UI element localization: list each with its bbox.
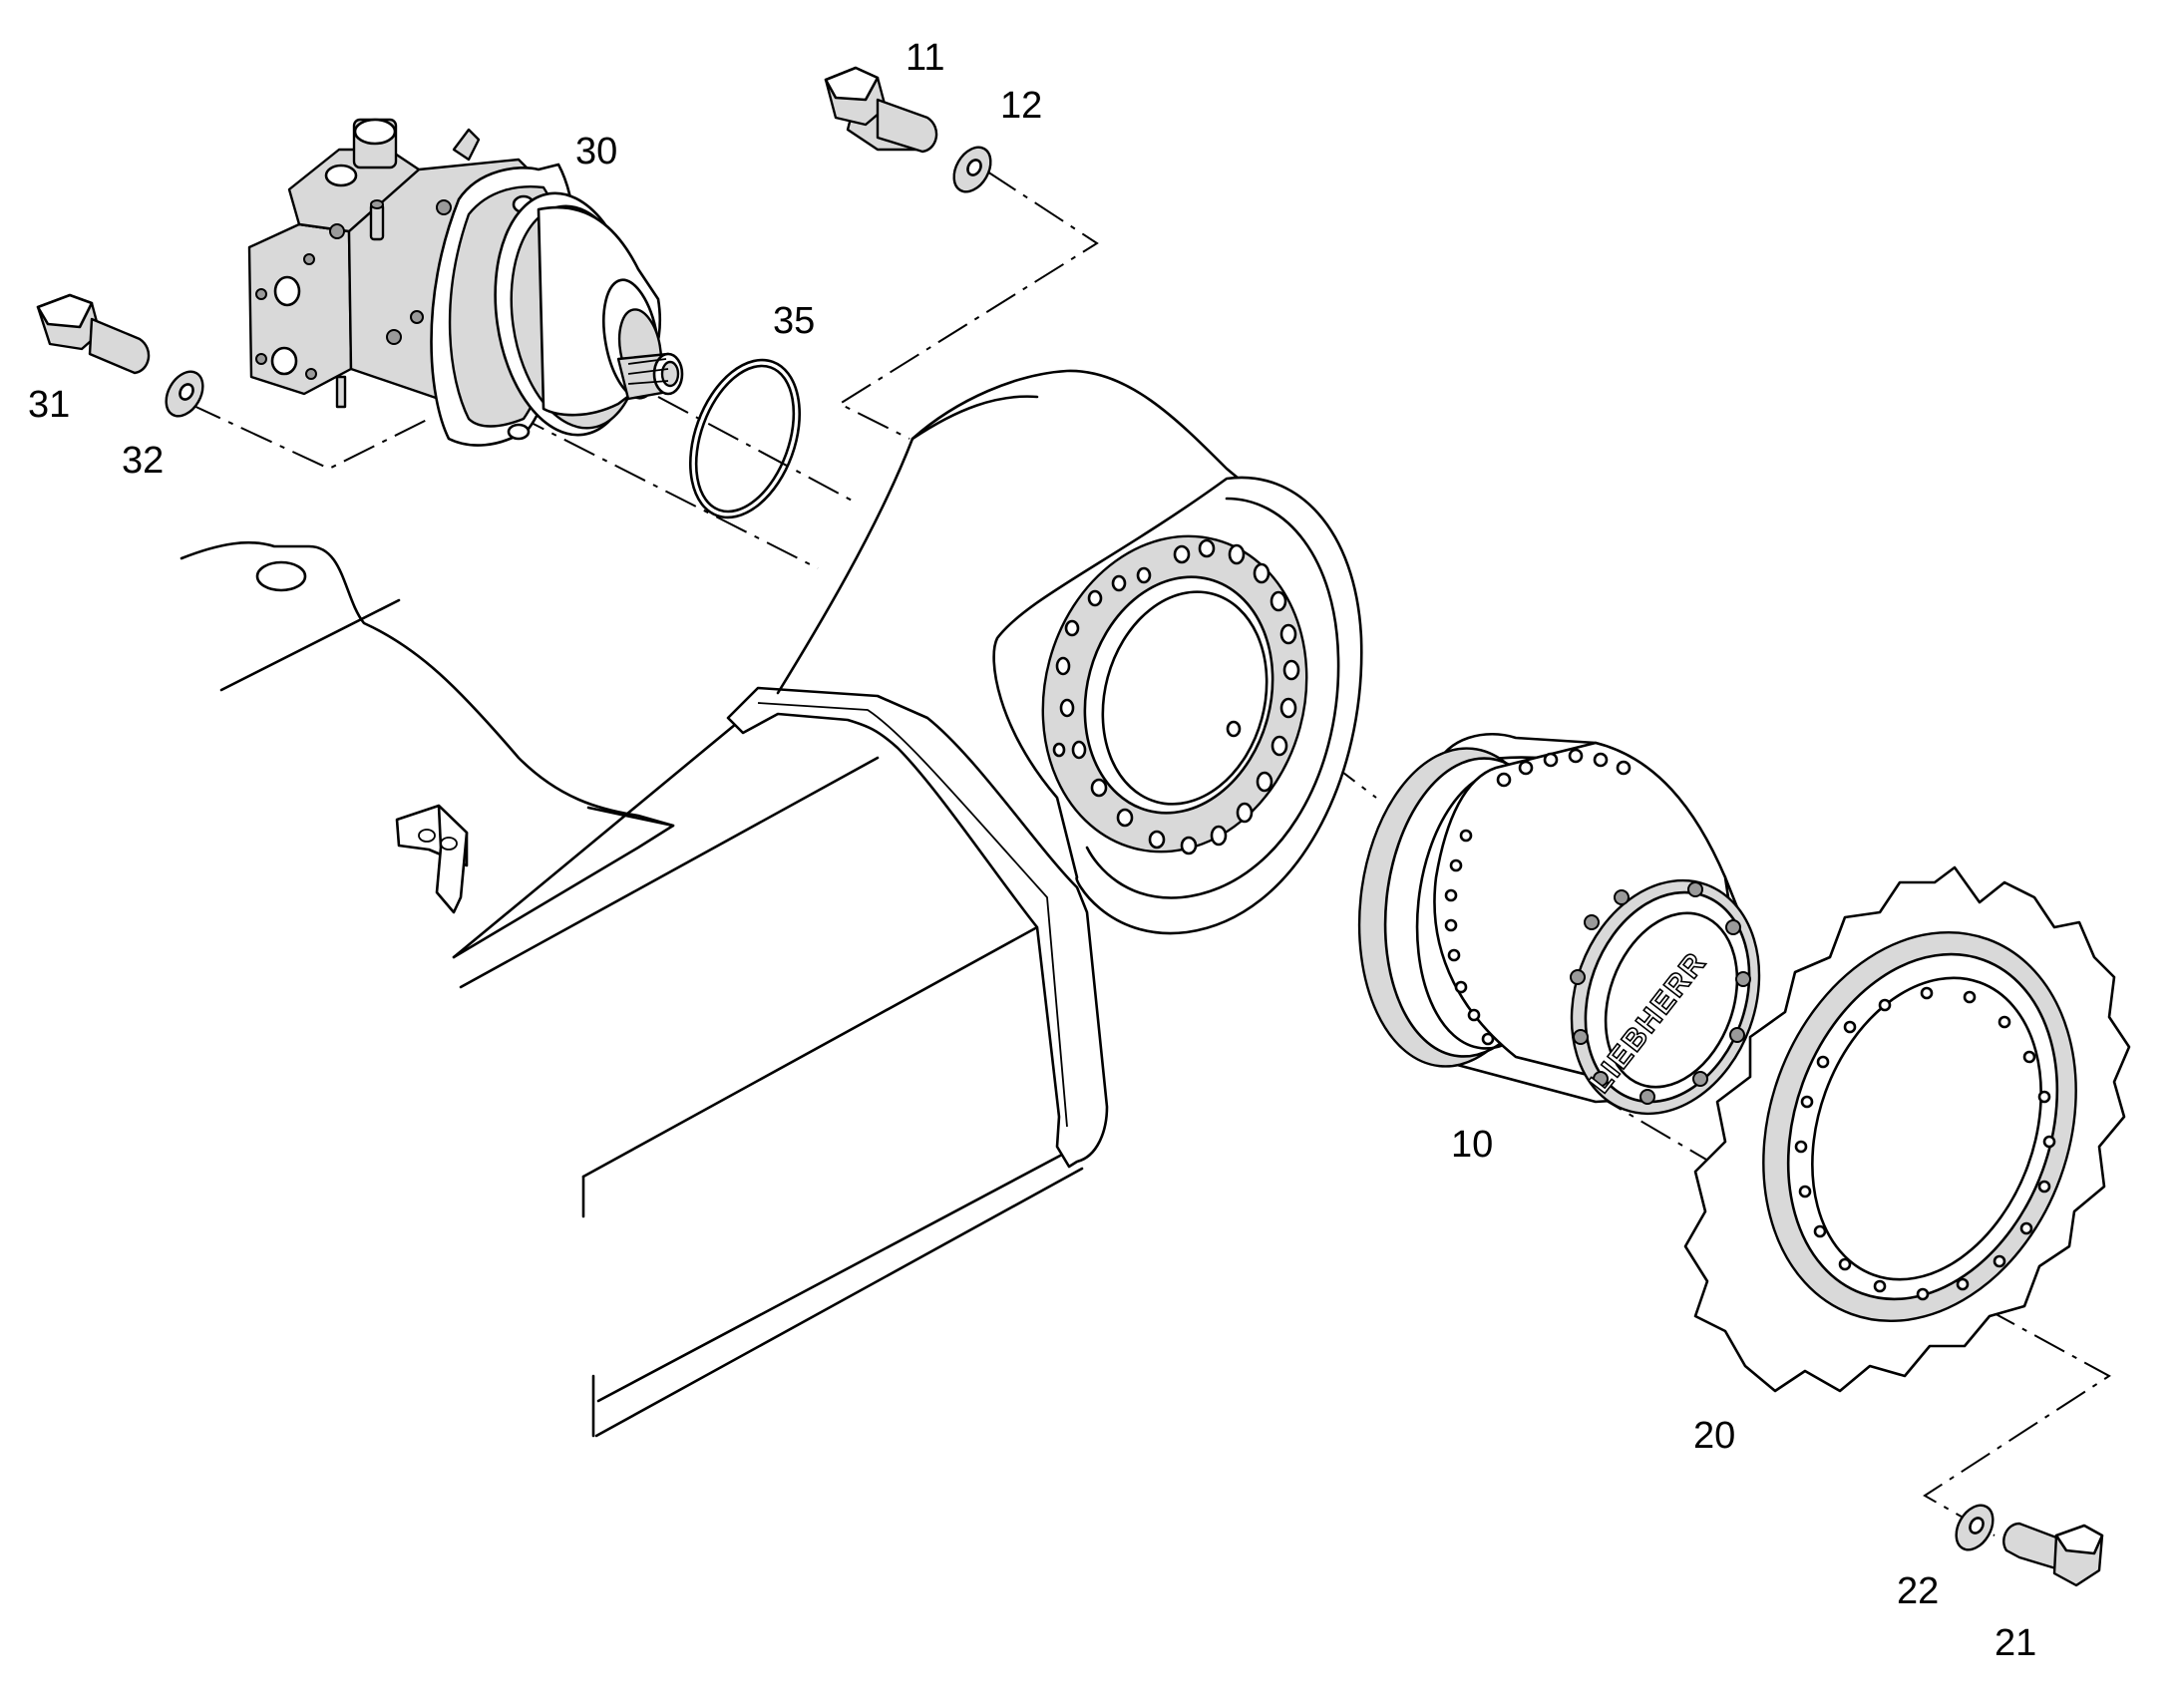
flange-bolt-holes bbox=[1052, 538, 1300, 855]
label-10: 10 bbox=[1451, 1124, 1493, 1166]
item-labels: 10 11 12 20 21 22 30 31 32 35 bbox=[28, 37, 2036, 1664]
travel-gearbox: LIEBHERR bbox=[1357, 732, 1761, 1116]
label-35: 35 bbox=[773, 300, 815, 342]
screw-motor bbox=[36, 293, 151, 375]
label-11: 11 bbox=[906, 37, 944, 79]
label-31: 31 bbox=[28, 384, 70, 426]
washer-gearbox bbox=[952, 146, 992, 193]
o-ring bbox=[688, 358, 802, 519]
hydraulic-motor bbox=[247, 118, 684, 447]
screw-gearbox bbox=[824, 66, 938, 154]
label-22: 22 bbox=[1897, 1570, 1939, 1612]
screw-sprocket bbox=[2002, 1522, 2104, 1587]
label-20: 20 bbox=[1693, 1415, 1735, 1457]
sprocket bbox=[1683, 865, 2131, 1393]
sprocket-bolt-holes bbox=[1794, 986, 2056, 1301]
undercarriage-frame bbox=[180, 369, 1363, 1438]
label-30: 30 bbox=[575, 131, 617, 172]
cap-bolts bbox=[1570, 881, 1751, 1105]
gearbox-bolt-holes bbox=[1444, 748, 1632, 1046]
label-32: 32 bbox=[122, 440, 164, 482]
washer-motor bbox=[165, 370, 204, 418]
washer-sprocket bbox=[1955, 1504, 1995, 1551]
label-12: 12 bbox=[1000, 85, 1042, 127]
label-21: 21 bbox=[1995, 1622, 2036, 1664]
